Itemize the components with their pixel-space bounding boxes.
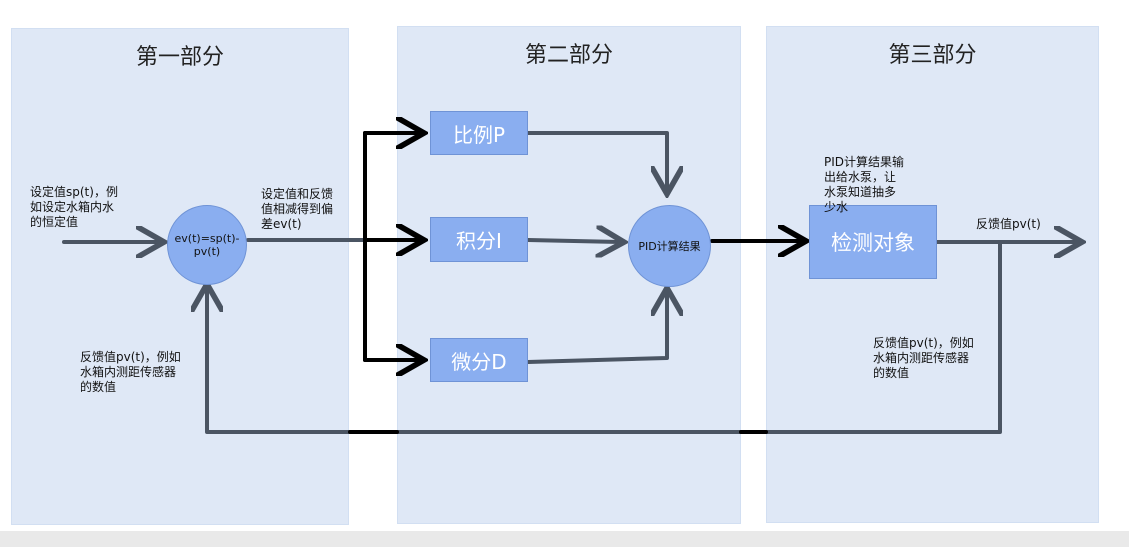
feedback-right-note-line: 反馈值pv(t)，例如 (873, 336, 974, 350)
section-panel-1: 第一部分 (11, 28, 349, 525)
section-title-1: 第一部分 (135, 45, 224, 70)
setpoint-note-line: 的恒定值 (30, 215, 79, 229)
section-title-2: 第二部分 (524, 43, 613, 68)
proportional-label: 比例P (452, 122, 506, 147)
feedback-right-note-line: 水箱内测距传感器 (873, 351, 970, 365)
section-title-3: 第三部分 (888, 43, 977, 68)
error-note-line: 值相减得到偏 (261, 202, 334, 216)
sum-node: ev(t)=sp(t)-pv(t) (167, 205, 247, 285)
feedback-loop (207, 240, 1002, 434)
feedback-right-note-line: 的数值 (873, 366, 910, 380)
derivative-block: 微分D (430, 338, 528, 382)
d-to-pid-arrow (526, 292, 667, 364)
p-to-pid-arrow (526, 131, 667, 190)
i-to-pid-arrow (526, 240, 620, 242)
pid-output-note-line: 水泵知道抽多 (824, 185, 897, 199)
pid-result-node: PID计算结果 (628, 205, 711, 287)
bottom-bar (0, 531, 1129, 547)
error-note-line: 设定值和反馈 (261, 187, 334, 201)
feedback-left-note: 反馈值pv(t)，例如 水箱内测距传感器 的数值 (80, 350, 181, 395)
pid-result-label: PID计算结果 (638, 240, 701, 253)
proportional-block: 比例P (430, 111, 528, 155)
pid-output-note: PID计算结果输 出给水泵，让 水泵知道抽多 少水 (824, 155, 904, 215)
pid-output-note-line: 少水 (824, 200, 849, 214)
setpoint-note-line: 如设定水箱内水 (30, 200, 115, 214)
feedback-left-note-line: 的数值 (80, 380, 117, 394)
error-note: 设定值和反馈 值相减得到偏 差ev(t) (261, 187, 333, 232)
derivative-label: 微分D (451, 349, 507, 374)
feedback-left-note-line: 反馈值pv(t)，例如 (80, 350, 181, 364)
pid-output-note-line: 出给水泵，让 (824, 170, 897, 184)
feedback-right-note: 反馈值pv(t)，例如 水箱内测距传感器 的数值 (873, 336, 974, 381)
feedback-left-note-line: 水箱内测距传感器 (80, 365, 177, 379)
plant-block: 检测对象 (809, 205, 937, 279)
integral-label: 积分I (456, 229, 502, 253)
pid-output-note-line: PID计算结果输 (824, 155, 905, 169)
feedback-output-label: 反馈值pv(t) (976, 217, 1041, 231)
error-note-line: 差ev(t) (261, 217, 302, 231)
setpoint-note-line: 设定值sp(t)，例 (30, 185, 118, 199)
sum-node-label: ev(t)=sp(t)-pv(t) (174, 232, 240, 258)
integral-block: 积分I (430, 217, 528, 262)
plant-label: 检测对象 (831, 231, 915, 255)
setpoint-note: 设定值sp(t)，例 如设定水箱内水 的恒定值 (30, 185, 118, 230)
